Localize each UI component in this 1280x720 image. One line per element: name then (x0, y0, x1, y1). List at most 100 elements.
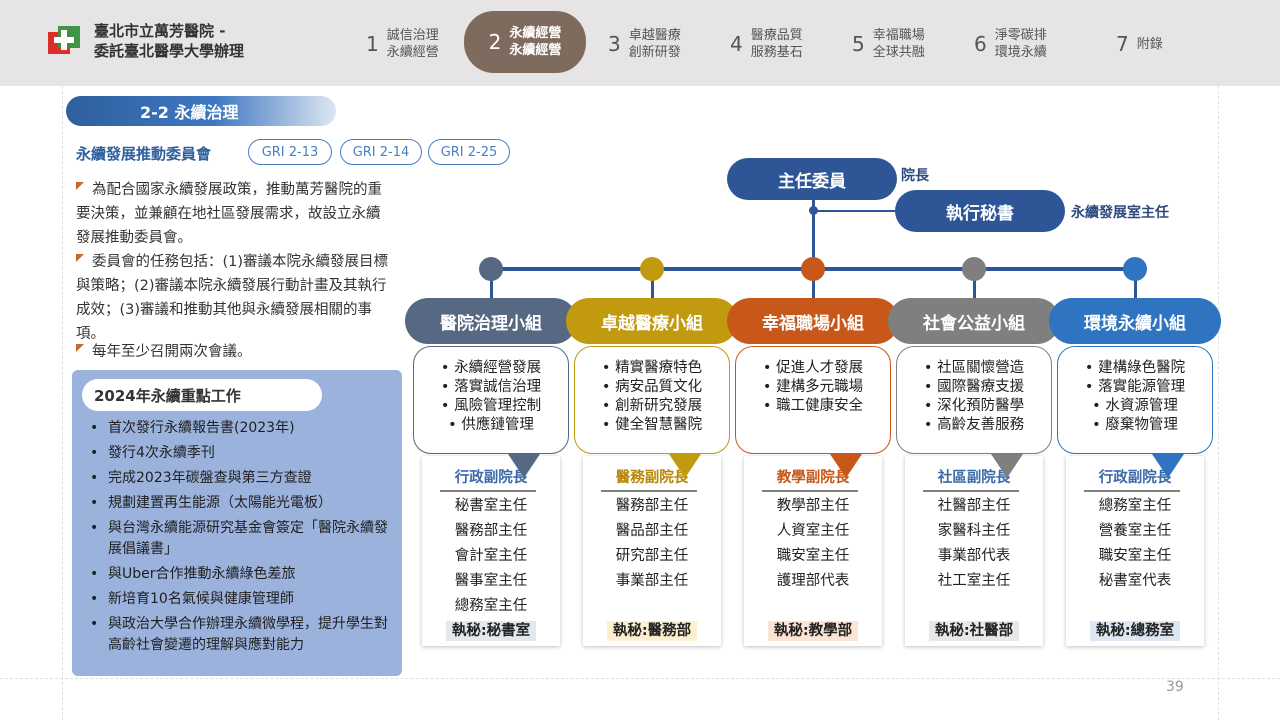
divider (440, 490, 536, 492)
nav-tab-6[interactable]: 6 淨零碳排 環境永續 (974, 22, 1047, 66)
divider (601, 490, 697, 492)
divider (1084, 490, 1180, 492)
gri-badge: GRI 2-25 (428, 139, 510, 165)
task-item: 永續經營發展 (414, 359, 568, 378)
nav-tab-number: 6 (974, 32, 987, 56)
group-connector-dot (801, 257, 825, 281)
executive-secretary-label: 執秘:教學部 (767, 621, 859, 641)
nav-tab-label: 醫療品質 服務基石 (750, 28, 803, 60)
member-column: 醫務副院長醫務部主任醫品部主任研究部主任事業部主任執秘:醫務部 (583, 456, 721, 646)
nav-tab-number: 3 (608, 32, 621, 56)
list-item: 發行4次永續季刊 (90, 443, 396, 464)
group-connector-dot (640, 257, 664, 281)
connector-line (812, 267, 815, 303)
member-column: 社區副院長社醫部主任家醫科主任事業部代表社工室主任執秘:社醫部 (905, 456, 1043, 646)
nav-tab-2-active[interactable]: 2 永續經營 永續經營 (464, 11, 586, 73)
member-item: 事業部主任 (615, 573, 689, 589)
pointer-triangle-icon (991, 454, 1023, 478)
work-2024-list: 首次發行永續報告書(2023年) 發行4次永續季刊 完成2023年碳盤查與第三方… (90, 418, 396, 660)
group-connector-dot (1123, 257, 1147, 281)
nav-tab-number: 4 (730, 32, 743, 56)
triangle-bullet-icon (76, 182, 84, 190)
gri-badge: GRI 2-13 (248, 139, 332, 165)
nav-tab-1[interactable]: 1 誠信治理 永續經營 (366, 22, 439, 66)
member-item: 醫事室主任 (454, 573, 528, 589)
group-task-box: 精實醫療特色病安品質文化創新研究發展健全智慧醫院 (574, 346, 730, 454)
task-item: 供應鏈管理 (414, 416, 568, 435)
task-item: 高齡友善服務 (897, 416, 1051, 435)
pointer-triangle-icon (1152, 454, 1184, 478)
task-item: 促進人才發展 (736, 359, 890, 378)
work-2024-title: 2024年永續重點工作 (82, 379, 322, 411)
nav-tab-label: 誠信治理 永續經營 (386, 28, 439, 60)
list-item: 首次發行永續報告書(2023年) (90, 418, 396, 439)
task-item: 國際醫療支援 (897, 378, 1051, 397)
nav-tab-label: 永續經營 永續經營 (509, 26, 562, 58)
nav-tab-number: 1 (366, 32, 379, 56)
member-item: 醫務部主任 (454, 523, 528, 539)
page-number: 39 (1166, 679, 1184, 695)
task-item: 建構綠色醫院 (1058, 359, 1212, 378)
task-item: 精實醫療特色 (575, 359, 729, 378)
nav-tab-number: 2 (488, 30, 502, 54)
task-item: 創新研究發展 (575, 397, 729, 416)
group-hospital-governance: 醫院治理小組 (405, 298, 577, 344)
nav-tab-label: 淨零碳排 環境永續 (994, 28, 1047, 60)
executive-secretary-label: 執秘:社醫部 (928, 621, 1020, 641)
task-item: 病安品質文化 (575, 378, 729, 397)
secretary-role: 永續發展室主任 (1071, 205, 1169, 221)
guide-line (1218, 86, 1219, 720)
nav-tab-number: 5 (852, 32, 865, 56)
task-list: 促進人才發展建構多元職場職工健康安全 (736, 347, 890, 416)
group-task-box: 促進人才發展建構多元職場職工健康安全 (735, 346, 891, 454)
connector-line (490, 267, 493, 303)
nav-tab-7[interactable]: 7 附錄 (1116, 22, 1163, 66)
triangle-bullet-icon (76, 254, 84, 262)
group-medical-excellence: 卓越醫療小組 (566, 298, 738, 344)
task-item: 深化預防醫學 (897, 397, 1051, 416)
secretary-node: 執行秘書 (895, 190, 1065, 232)
connector-line (973, 267, 976, 303)
paragraph: 為配合國家永續發展政策，推動萬芳醫院的重要決策，並兼顧在地社區發展需求，故設立永… (76, 178, 394, 250)
pointer-triangle-icon (669, 454, 701, 478)
task-item: 落實誠信治理 (414, 378, 568, 397)
paragraph: 每年至少召開兩次會議。 (76, 340, 394, 364)
chair-role: 院長 (901, 168, 929, 184)
section-title: 2-2 永續治理 (66, 96, 336, 126)
member-item: 人資室主任 (776, 523, 850, 539)
member-item: 社醫部主任 (937, 498, 1011, 514)
member-list: 教學部主任人資室主任職安室主任護理部代表 (744, 494, 882, 594)
header-bar: 臺北市立萬芳醫院 - 委託臺北醫學大學辦理 1 誠信治理 永續經營 2 永續經營… (0, 0, 1280, 86)
list-item: 完成2023年碳盤查與第三方查證 (90, 468, 396, 489)
gri-badge: GRI 2-14 (340, 139, 422, 165)
member-item: 總務室主任 (1098, 498, 1172, 514)
list-item: 與政治大學合作辦理永續微學程，提升學生對高齡社會變遷的理解與應對能力 (90, 614, 396, 656)
list-item: 新培育10名氣候與健康管理師 (90, 589, 396, 610)
hospital-name-line1: 臺北市立萬芳醫院 - (94, 22, 226, 40)
nav-tab-label: 附錄 (1136, 36, 1163, 52)
nav-tab-number: 7 (1116, 32, 1129, 56)
task-item: 水資源管理 (1058, 397, 1212, 416)
member-item: 研究部主任 (615, 548, 689, 564)
member-list: 社醫部主任家醫科主任事業部代表社工室主任 (905, 494, 1043, 594)
task-item: 廢棄物管理 (1058, 416, 1212, 435)
nav-tab-5[interactable]: 5 幸福職場 全球共融 (852, 22, 925, 66)
task-list: 建構綠色醫院落實能源管理水資源管理廢棄物管理 (1058, 347, 1212, 435)
group-environment: 環境永續小組 (1049, 298, 1221, 344)
nav-tab-3[interactable]: 3 卓越醫療 創新研發 (608, 22, 681, 66)
member-column: 教學副院長教學部主任人資室主任職安室主任護理部代表執秘:教學部 (744, 456, 882, 646)
group-social-welfare: 社會公益小組 (888, 298, 1060, 344)
connector-dot (809, 206, 818, 215)
hospital-name: 臺北市立萬芳醫院 - 委託臺北醫學大學辦理 (94, 21, 244, 61)
guide-line (62, 86, 63, 720)
executive-secretary-label: 執秘:秘書室 (445, 621, 537, 641)
task-list: 社區關懷營造國際醫療支援深化預防醫學高齡友善服務 (897, 347, 1051, 435)
group-task-box: 永續經營發展落實誠信治理風險管理控制供應鏈管理 (413, 346, 569, 454)
task-item: 建構多元職場 (736, 378, 890, 397)
paragraph-text: 委員會的任務包括：(1)審議本院永續發展目標與策略；(2)審議本院永續發展行動計… (76, 254, 389, 342)
hospital-name-line2: 委託臺北醫學大學辦理 (94, 42, 245, 60)
nav-tab-4[interactable]: 4 醫療品質 服務基石 (730, 22, 803, 66)
task-list: 精實醫療特色病安品質文化創新研究發展健全智慧醫院 (575, 347, 729, 435)
member-item: 社工室主任 (937, 573, 1011, 589)
committee-title: 永續發展推動委員會 (76, 145, 212, 163)
